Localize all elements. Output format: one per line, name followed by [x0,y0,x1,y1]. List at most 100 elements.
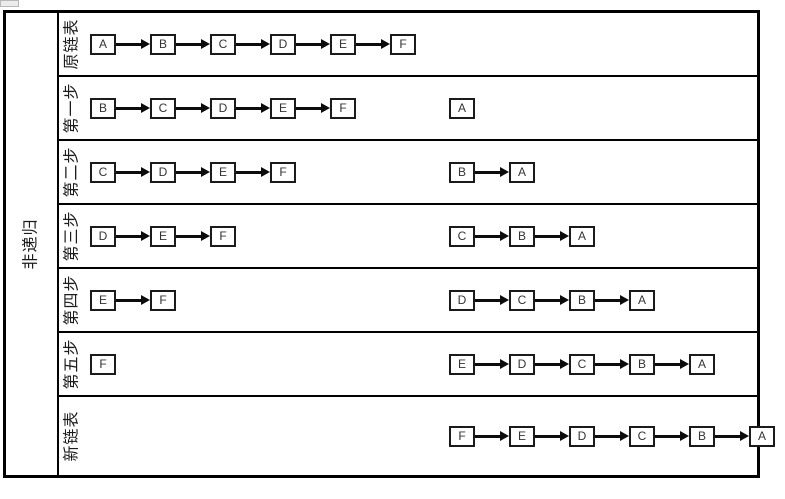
arrow-head [381,39,391,49]
row-label-zone: 第五步 [59,333,86,395]
arrow-line [296,106,322,110]
node-box: D [210,97,237,119]
row-label: 第五步 [63,338,81,390]
arrow-line [595,298,621,302]
node-box: B [629,353,656,375]
node-box: B [150,33,177,55]
right-arrow-icon [116,102,151,114]
right-arrow-icon [176,230,211,242]
node-box: F [330,97,357,119]
node-box: C [449,225,476,247]
arrow-line [116,170,142,174]
arrow-head [620,431,630,441]
right-arrow-icon [296,102,331,114]
right-arrow-icon [475,430,510,442]
node-box: A [749,425,776,447]
arrow-head [500,295,510,305]
arrow-line [475,362,501,366]
row-label-zone: 第二步 [59,141,86,203]
arrow-line [595,362,621,366]
arrow-line [116,298,142,302]
arrow-head [620,295,630,305]
right-arrow-icon [176,38,211,50]
arrow-head [680,359,690,369]
arrow-head [261,39,271,49]
row-label: 新链表 [63,410,81,462]
arrow-line [655,362,681,366]
row-label: 第四步 [63,274,81,326]
arrow-line [236,106,262,110]
right-arrow-icon [715,430,750,442]
arrow-head [500,167,510,177]
right-arrow-icon [655,358,690,370]
node-box: C [569,353,596,375]
right-arrow-icon [535,430,570,442]
node-box: D [449,289,476,311]
row-label-zone: 原链表 [59,13,86,75]
node-box: D [90,225,117,247]
arrow-head [500,231,510,241]
arrow-head [560,231,570,241]
arrow-line [475,234,501,238]
arrow-head [740,431,750,441]
arrow-line [176,234,202,238]
node-box: F [210,225,237,247]
node-box: D [569,425,596,447]
right-arrow-icon [116,294,151,306]
node-box: A [629,289,656,311]
right-arrow-icon [296,38,331,50]
node-box: A [569,225,596,247]
arrow-line [176,170,202,174]
right-arrow-icon [475,230,510,242]
node-box: E [330,33,357,55]
arrow-line [475,434,501,438]
arrow-head [321,103,331,113]
right-arrow-icon [116,166,151,178]
side-label: 非递归 [22,218,40,270]
arrow-head [261,167,271,177]
arrow-line [535,298,561,302]
node-box: B [689,425,716,447]
right-arrow-icon [475,294,510,306]
arrow-line [296,42,322,46]
row-label-zone: 第三步 [59,205,86,267]
arrow-line [116,42,142,46]
node-box: C [509,289,536,311]
arrow-line [535,234,561,238]
right-arrow-icon [595,358,630,370]
right-arrow-icon [475,358,510,370]
right-chain: A [449,97,476,119]
right-arrow-icon [595,430,630,442]
arrow-head [201,103,211,113]
row-label-zone: 第四步 [59,269,86,331]
right-arrow-icon [236,166,271,178]
node-box: A [689,353,716,375]
node-box: C [150,97,177,119]
arrow-line [176,42,202,46]
arrow-line [236,42,262,46]
arrow-head [321,39,331,49]
arrow-line [475,170,501,174]
arrow-head [620,359,630,369]
arrow-line [176,106,202,110]
node-box: E [90,289,117,311]
arrow-head [560,431,570,441]
node-box: F [150,289,177,311]
node-box: B [509,225,536,247]
node-box: F [270,161,297,183]
node-box: C [90,161,117,183]
node-box: F [90,353,117,375]
arrow-head [141,103,151,113]
